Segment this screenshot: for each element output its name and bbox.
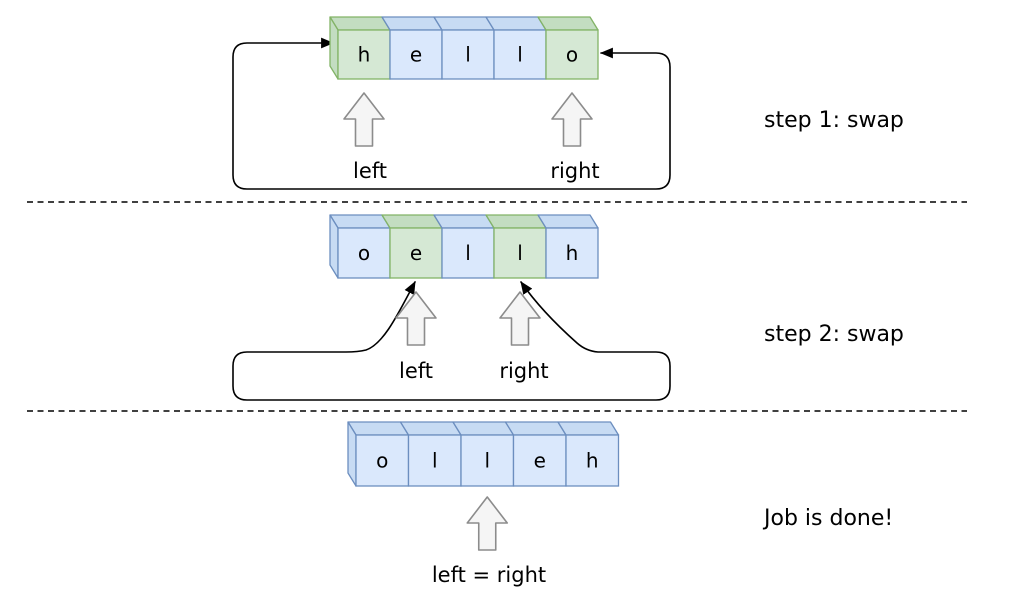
cell-letter: l xyxy=(517,241,523,265)
pointer-up-arrow-icon xyxy=(551,92,593,147)
cell-letter: e xyxy=(410,241,422,265)
cell-top-face xyxy=(329,16,391,31)
left-pointer-label-step2: left xyxy=(399,359,433,383)
cell xyxy=(389,29,443,80)
cell xyxy=(337,227,391,279)
cell xyxy=(355,434,410,487)
pointer-arrows-step1 xyxy=(343,92,593,147)
pointers-met-label: left = right xyxy=(432,563,546,587)
cell-letter: h xyxy=(586,449,599,473)
cell xyxy=(460,434,515,487)
cell-top-face xyxy=(557,421,620,436)
cell-top-face xyxy=(347,421,410,436)
cell-letter: e xyxy=(534,449,546,473)
cell xyxy=(493,227,547,279)
cell xyxy=(512,434,567,487)
cell xyxy=(545,227,599,279)
cell-letter: e xyxy=(410,43,422,67)
swap-loop-connector-step2 xyxy=(232,281,671,401)
cell-top-face xyxy=(485,16,547,31)
cell-top-face xyxy=(452,421,515,436)
cell xyxy=(441,29,495,80)
step2-section: o e l l h left right step 2: swap xyxy=(232,214,904,401)
cell xyxy=(389,227,443,279)
cell-top-face xyxy=(433,214,495,229)
cell-top-face xyxy=(485,214,547,229)
cell-top-face xyxy=(329,214,391,229)
step1-caption: step 1: swap xyxy=(764,108,904,133)
cell-top-face xyxy=(381,16,443,31)
cell-top-face xyxy=(381,214,443,229)
cell-letter: h xyxy=(358,43,371,67)
final-section: o l l e h left = right Job is done! xyxy=(347,421,893,587)
pointer-up-arrow-icon xyxy=(343,92,385,147)
cell xyxy=(545,29,599,80)
cell-letter: l xyxy=(432,449,438,473)
right-pointer-label-step1: right xyxy=(550,159,599,183)
cell-letter: o xyxy=(376,449,388,473)
cell-letter: l xyxy=(465,43,471,67)
cell-top-face xyxy=(399,421,462,436)
right-pointer-label-step2: right xyxy=(499,359,548,383)
cell xyxy=(441,227,495,279)
left-pointer-label-step1: left xyxy=(353,159,387,183)
cell-top-face xyxy=(504,421,567,436)
pointer-arrows-final xyxy=(466,496,509,551)
cell xyxy=(337,29,391,80)
cell-letter: l xyxy=(517,43,523,67)
done-caption: Job is done! xyxy=(762,506,893,531)
cell xyxy=(565,434,620,487)
swap-loop-connector-step1 xyxy=(232,37,671,190)
step2-caption: step 2: swap xyxy=(764,322,904,347)
cell-letter: l xyxy=(465,241,471,265)
cell-letter: l xyxy=(484,449,490,473)
cell-top-face xyxy=(433,16,495,31)
cell xyxy=(407,434,462,487)
cell-letter: o xyxy=(358,241,370,265)
cell-top-face xyxy=(537,16,599,31)
cell-letter: h xyxy=(566,241,579,265)
pointer-arrows-step2 xyxy=(395,291,541,346)
cell-top-face xyxy=(537,214,599,229)
step1-section: h e l l o left right step 1: swap xyxy=(232,16,904,190)
cell-letter: o xyxy=(566,43,578,67)
pointer-up-arrow-icon xyxy=(466,496,509,551)
pointer-up-arrow-icon xyxy=(499,291,541,346)
pointer-up-arrow-icon xyxy=(395,291,437,346)
